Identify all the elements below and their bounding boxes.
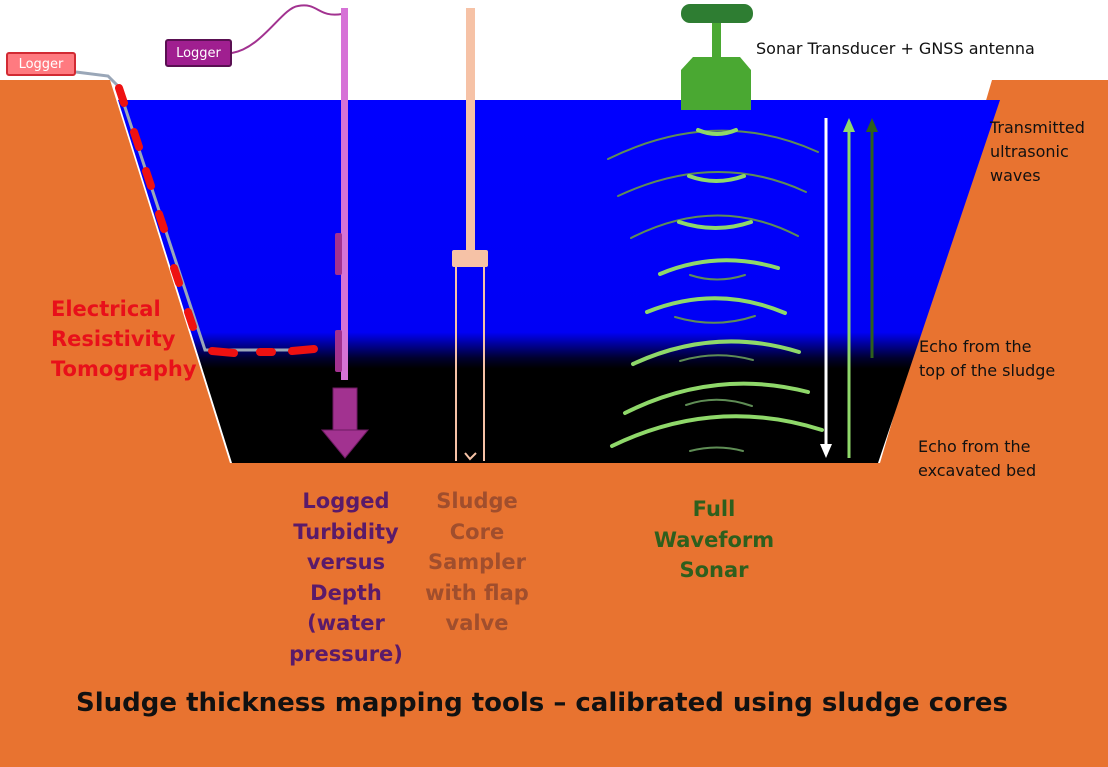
- ert-logger-box: Logger: [6, 52, 76, 76]
- sonar-label: Full Waveform Sonar: [640, 494, 788, 586]
- core-sampler-label-line: Sampler: [427, 550, 526, 574]
- water-and-sludge-basin: [118, 100, 1000, 463]
- sonar-wavefronts: [607, 128, 824, 452]
- turbidity-label-line: Turbidity: [293, 519, 399, 544]
- ert-cable: [75, 70, 318, 357]
- turbidity-logger-box: Logger: [165, 39, 232, 67]
- transmitted-waves-line: Transmitted: [990, 118, 1085, 137]
- transmitted-waves-line: ultrasonic: [990, 142, 1069, 161]
- down-arrow-icon: [320, 387, 370, 459]
- turbidity-label-line: versus: [306, 550, 386, 574]
- echo-bed-line: Echo from the: [918, 437, 1031, 456]
- echo-top-label: Echo from the top of the sludge: [919, 335, 1055, 383]
- core-sampler-label-line: valve: [445, 611, 509, 635]
- transmitted-waves-line: waves: [990, 166, 1041, 185]
- ert-logger-label: Logger: [18, 56, 64, 72]
- ert-label-line: Tomography: [51, 357, 197, 381]
- turbidity-logger-label: Logger: [176, 45, 221, 61]
- ground: [0, 80, 1108, 767]
- echo-top-line: top of the sludge: [919, 361, 1056, 380]
- sonar-label-line: Waveform: [653, 527, 775, 552]
- ert-label: Electrical Resistivity Tomography: [51, 294, 197, 384]
- turbidity-label-line: (water: [307, 611, 385, 635]
- sonar-transducer-icon: [681, 4, 753, 110]
- turbidity-probe-icon: [231, 4, 348, 380]
- echo-top-arrow: [866, 118, 878, 358]
- echo-bed-line: excavated bed: [918, 461, 1037, 480]
- core-sampler-label-line: Core: [449, 519, 505, 544]
- ert-label-line: Resistivity: [51, 327, 176, 351]
- echo-bed-arrow: [843, 118, 855, 458]
- sonar-label-line: Sonar: [679, 558, 749, 582]
- transmitted-waves-label: Transmitted ultrasonic waves: [990, 116, 1085, 188]
- core-sampler-tube-icon: [452, 8, 488, 461]
- turbidity-label-line: pressure): [289, 641, 403, 666]
- turbidity-label: Logged Turbidity versus Depth (water pre…: [280, 486, 412, 669]
- echo-top-line: Echo from the: [919, 337, 1032, 356]
- diagram-title: Sludge thickness mapping tools – calibra…: [76, 688, 1008, 718]
- core-sampler-label-line: with flap: [425, 580, 529, 605]
- turbidity-label-line: Depth: [310, 580, 382, 605]
- echo-bed-label: Echo from the excavated bed: [918, 435, 1036, 483]
- core-sampler-label: Sludge Core Sampler with flap valve: [420, 486, 534, 639]
- ert-label-line: Electrical: [51, 297, 161, 321]
- ert-electrodes: [115, 84, 318, 357]
- turbidity-label-line: Logged: [302, 489, 390, 513]
- sonar-label-line: Full: [692, 497, 736, 521]
- transducer-label: Sonar Transducer + GNSS antenna: [756, 39, 1035, 58]
- core-sampler-label-line: Sludge: [436, 489, 518, 513]
- transmitted-wave-arrow: [820, 118, 832, 458]
